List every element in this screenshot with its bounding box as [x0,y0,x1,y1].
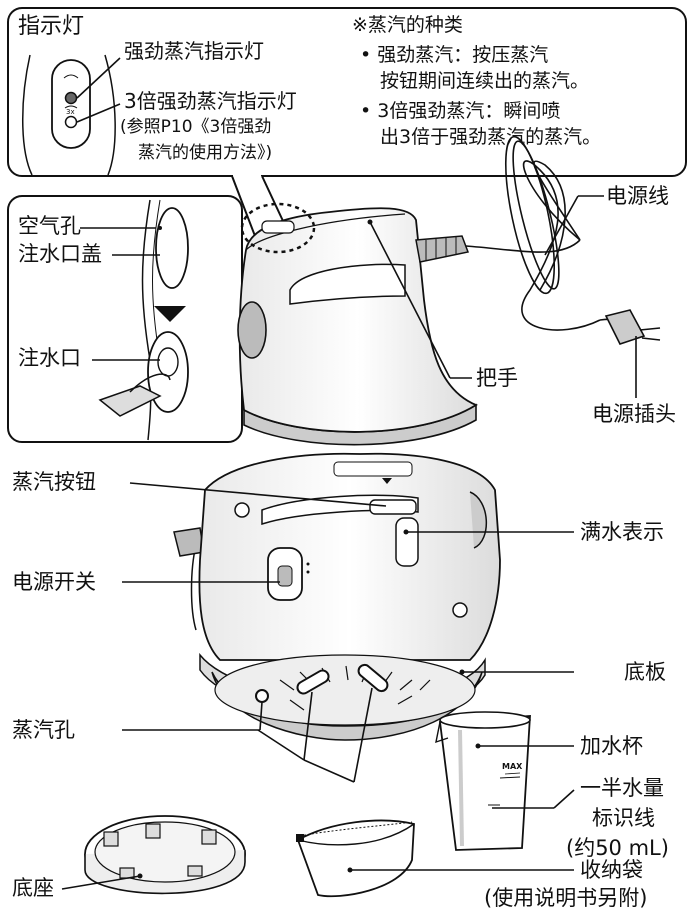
water-cup-drawing [435,711,531,851]
triple-indicator-lamp [64,115,78,129]
steam-type-1-line2: 按钮期间连续出的蒸汽。 [380,70,590,92]
steamer-main-drawing [237,202,478,446]
steam-holes-label: 蒸汽孔 [12,718,75,742]
arrow-down-icon [154,306,186,322]
base-plate-label: 底板 [624,660,666,684]
full-mark-label: 满水表示 [580,520,664,544]
plug-label: 电源插头 [592,402,676,426]
steam-button-label: 蒸汽按钮 [12,470,96,494]
power-switch-label: 电源开关 [12,570,96,594]
pouch-drawing [296,819,415,898]
triple-indicator-ref-1: (参照P10《3倍强劲 [120,117,272,137]
half-line-label-1: 一半水量 [580,776,664,800]
strong-indicator-label: 强劲蒸汽指示灯 [124,39,264,63]
indicator-callout-box [7,7,687,177]
steam-type-2-line1: • 3倍强劲蒸汽：瞬间喷 [360,100,561,122]
half-line-label-2: 标识线 [592,806,655,830]
cup-max-mark: MAX [502,762,523,771]
pouch-label: 收纳袋 [580,858,643,882]
steam-type-2-line2: 出3倍于强劲蒸汽的蒸汽。 [380,126,602,148]
strong-indicator-lamp [64,91,78,105]
steamer-bottom-drawing [173,452,501,741]
triple-indicator-label: 3倍强劲蒸汽指示灯 [124,89,297,113]
stand-drawing [84,815,246,895]
steam-type-1-line1: • 强劲蒸汽：按压蒸汽 [360,44,549,66]
power-cord-drawing [465,135,661,345]
pouch-note-label: (使用说明书另附) [484,886,648,910]
air-hole-label: 空气孔 [18,214,81,238]
indicator-dashed-ring [240,202,316,254]
stand-label: 底座 [12,876,54,900]
water-cup-label: 加水杯 [580,734,643,758]
inlet-detail-drawing [80,199,189,441]
indicator-panel-drawing [22,54,121,176]
power-cord-label: 电源线 [606,184,669,208]
steam-types-heading: ※蒸汽的种类 [352,14,463,36]
half-line-label-3: (约50 mL) [566,836,669,860]
indicator-title: 指示灯 [18,14,85,39]
water-cap-label: 注水口盖 [18,242,102,266]
device-3x-mark: 3x [66,108,75,116]
triple-indicator-ref-2: 蒸汽的使用方法》) [138,143,273,163]
handle-label: 把手 [476,366,518,390]
water-inlet-label: 注水口 [18,346,81,370]
